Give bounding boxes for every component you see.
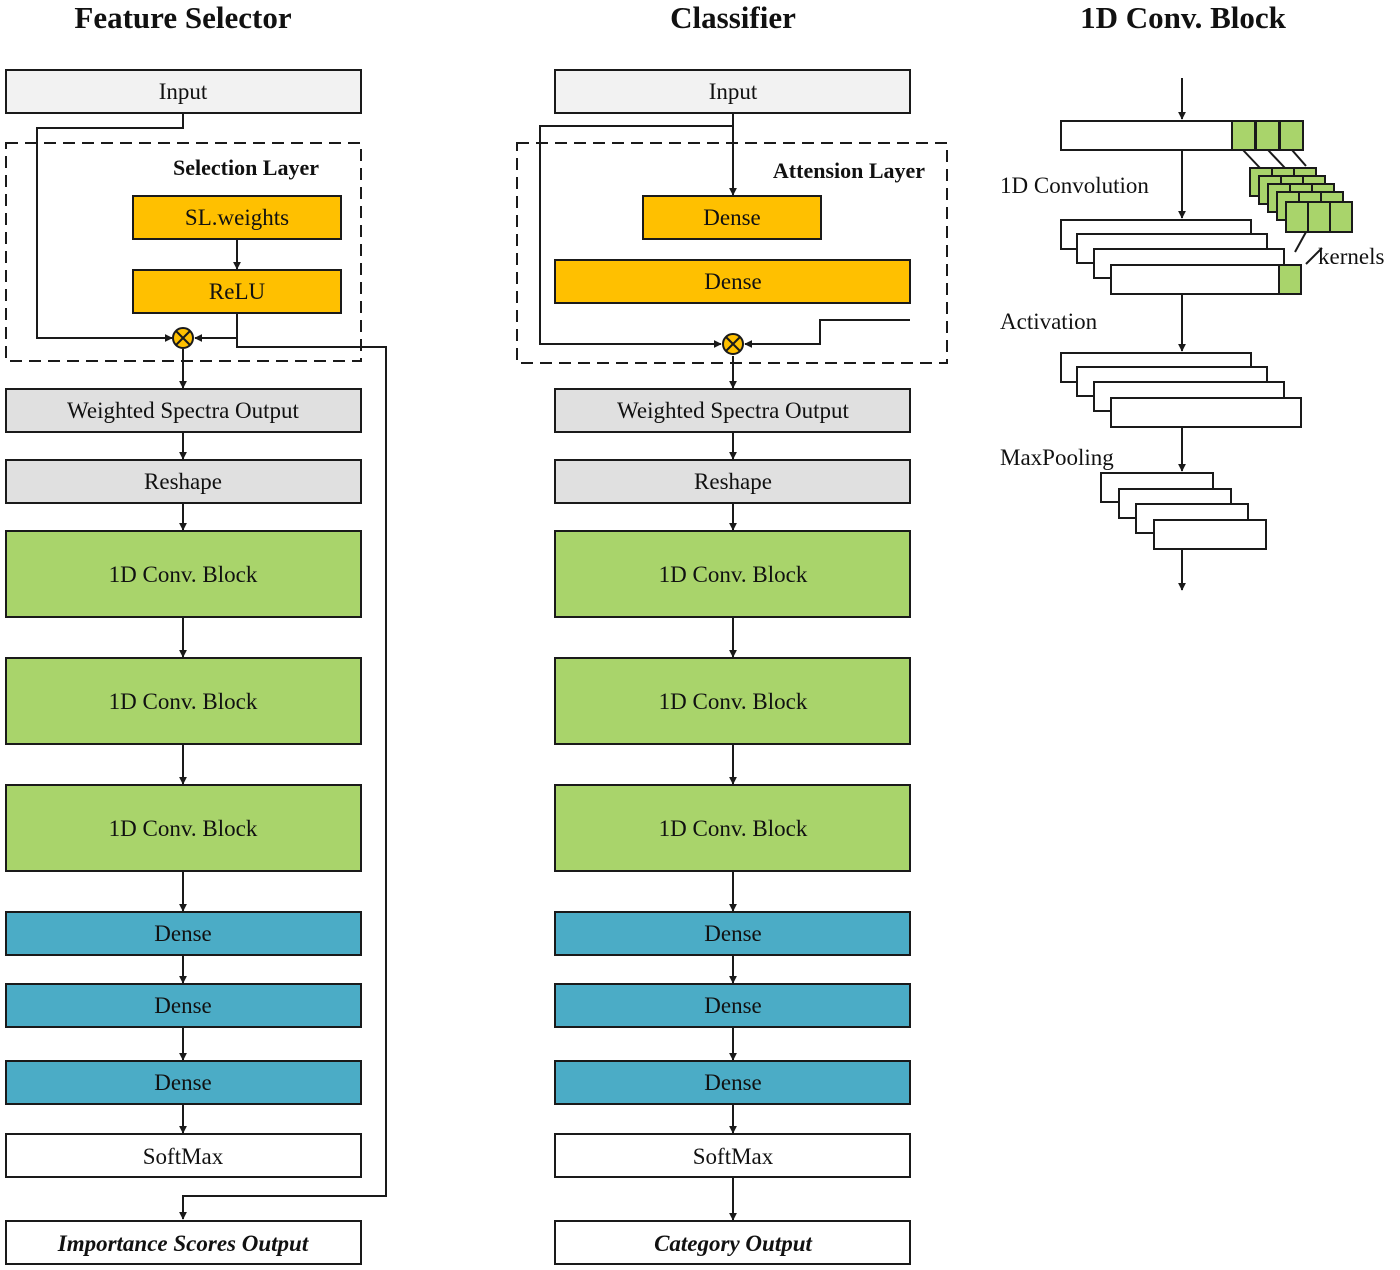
cl-reshape-label: Reshape: [694, 469, 772, 494]
fs-reshape-label: Reshape: [144, 469, 222, 494]
cl-conv-block-2-label: 1D Conv. Block: [659, 689, 808, 714]
activation-label: Activation: [1000, 309, 1098, 334]
cl-input-box: [554, 69, 911, 114]
cl-conv-block-2: [554, 657, 911, 745]
cl-multiply-icon: [722, 333, 744, 355]
cl-weighted-output-box: [554, 388, 911, 433]
fs-conv-block-1: [5, 530, 362, 618]
cl-dense-1: [554, 911, 911, 956]
fs-conv-block-2: [5, 657, 362, 745]
attention-layer-label: Attension Layer: [773, 158, 925, 183]
fs-conv-block-3: [5, 784, 362, 872]
cl-dense-3: [554, 1060, 911, 1105]
conv-block-detail: 1D Conv. Block 1D Convolution: [1000, 0, 1384, 591]
relu-box: [132, 269, 342, 314]
fs-conv-block-1-label: 1D Conv. Block: [109, 562, 258, 587]
cl-output-box: [554, 1220, 911, 1265]
selection-layer-label: Selection Layer: [173, 155, 319, 180]
input-signal: [1060, 120, 1304, 151]
fs-connectors: [36, 113, 387, 1220]
cl-conv-block-3: [554, 784, 911, 872]
pooling-label: MaxPooling: [1000, 445, 1114, 470]
fs-conv-block-3-label: 1D Conv. Block: [109, 816, 258, 841]
fs-dense-3: [5, 1060, 362, 1105]
cl-reshape-box: [554, 459, 911, 504]
cl-input-label: Input: [709, 79, 758, 104]
fs-multiply-icon: [172, 327, 194, 349]
conv-feature-maps: [1060, 219, 1302, 295]
activation-feature-maps: [1060, 352, 1302, 428]
feature-selector-column: Feature Selector Input Selection Layer S…: [5, 0, 387, 1265]
fs-output-label: Importance Scores Output: [57, 1231, 309, 1256]
cl-dense-3-label: Dense: [704, 1070, 761, 1095]
fs-dense-3-label: Dense: [154, 1070, 211, 1095]
cl-conv-block-3-label: 1D Conv. Block: [659, 816, 808, 841]
cl-softmax-label: SoftMax: [693, 1144, 774, 1169]
fs-dense-2-label: Dense: [154, 993, 211, 1018]
cl-attention-dense-2-label: Dense: [704, 269, 761, 294]
classifier-column: Classifier Input Attension Layer Dense D…: [516, 0, 948, 1265]
feature-selector-title: Feature Selector: [74, 0, 291, 35]
fs-output-box: [5, 1220, 362, 1265]
cl-attention-dense-1: [642, 195, 822, 240]
conv-block-detail-title: 1D Conv. Block: [1080, 0, 1287, 35]
pooled-feature-maps: [1100, 472, 1267, 550]
fs-softmax-label: SoftMax: [143, 1144, 224, 1169]
cl-dense-1-label: Dense: [704, 921, 761, 946]
fs-dense-1-label: Dense: [154, 921, 211, 946]
cl-output-label: Category Output: [654, 1231, 812, 1256]
fs-input-box: [5, 69, 362, 114]
classifier-title: Classifier: [670, 0, 796, 35]
kernel-stack: [1249, 167, 1353, 233]
fs-weighted-output-label: Weighted Spectra Output: [67, 398, 300, 423]
relu-label: ReLU: [209, 279, 266, 304]
fs-input-label: Input: [159, 79, 208, 104]
cl-softmax-box: [554, 1133, 911, 1178]
kernels-label: kernels: [1318, 244, 1384, 269]
cl-dense-2-label: Dense: [704, 993, 761, 1018]
convolution-label: 1D Convolution: [1000, 173, 1149, 198]
cl-conv-block-1-label: 1D Conv. Block: [659, 562, 808, 587]
cl-weighted-output-label: Weighted Spectra Output: [617, 398, 850, 423]
fs-dense-1: [5, 911, 362, 956]
cl-dense-2: [554, 983, 911, 1028]
fs-weighted-output-box: [5, 388, 362, 433]
cl-attention-dense-2: [554, 259, 911, 304]
fs-conv-block-2-label: 1D Conv. Block: [109, 689, 258, 714]
fs-softmax-box: [5, 1133, 362, 1178]
sl-weights-label: SL.weights: [185, 205, 289, 230]
cl-connectors: [539, 113, 910, 1221]
cl-attention-dense-1-label: Dense: [703, 205, 760, 230]
